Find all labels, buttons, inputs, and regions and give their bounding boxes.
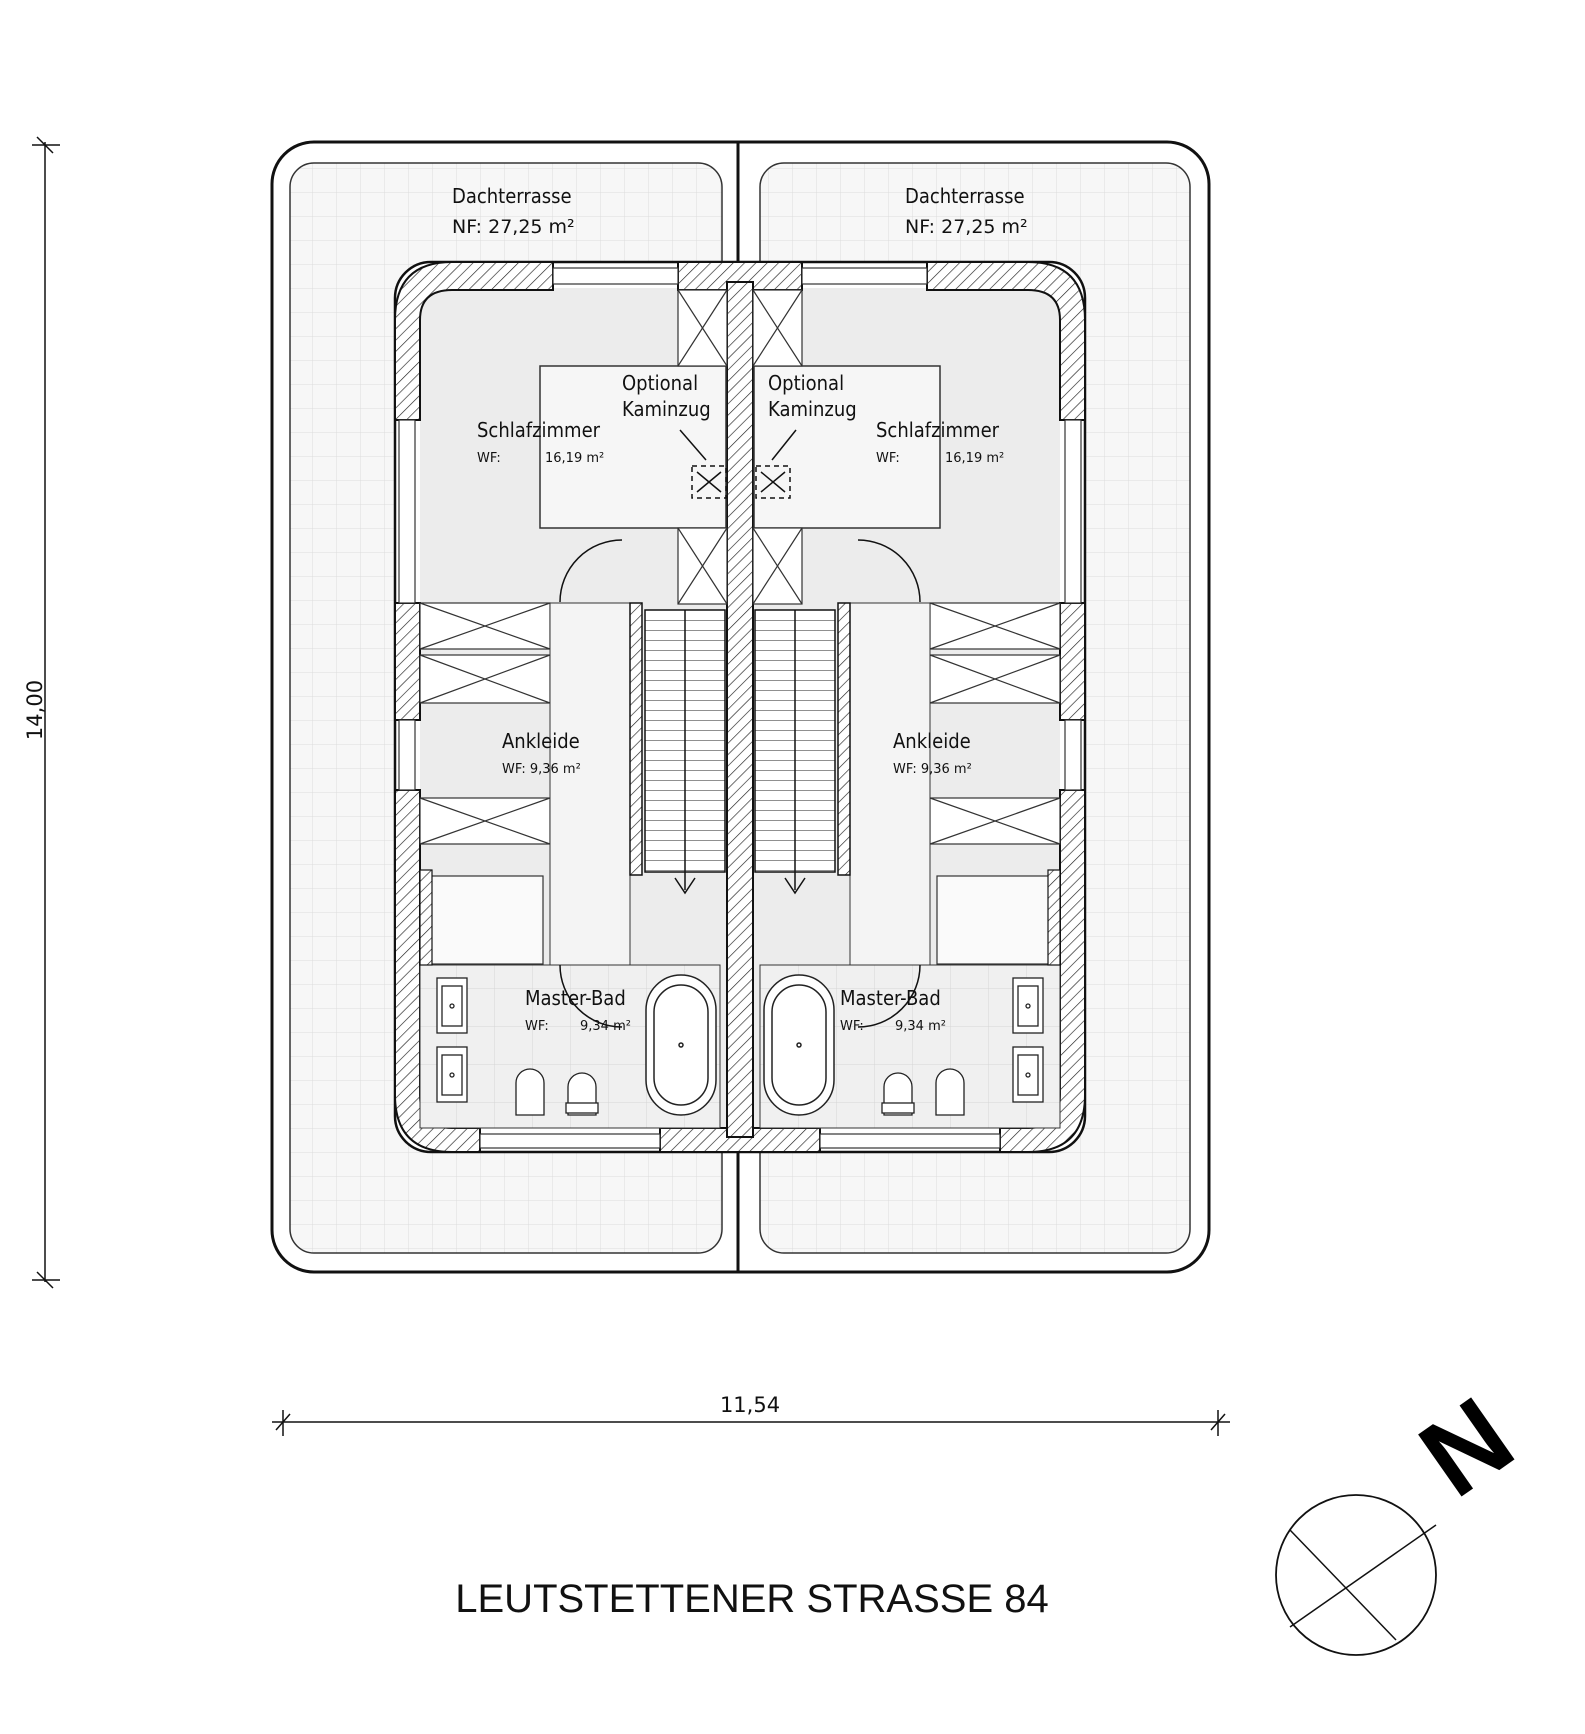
stair-wall-left bbox=[629, 602, 643, 876]
dimension-height bbox=[32, 136, 60, 1289]
chimney-line1: Optional bbox=[622, 371, 698, 395]
chimney-line1: Optional bbox=[768, 371, 844, 395]
terrace-name: Dachterrasse bbox=[905, 184, 1025, 208]
north-arrow-icon: N bbox=[1275, 1374, 1535, 1656]
bed-right bbox=[753, 365, 941, 529]
dressing-area: WF: 9,36 m² bbox=[893, 762, 972, 777]
bedroom-area-label: WF: bbox=[477, 451, 501, 466]
toilets-right bbox=[881, 1068, 965, 1116]
labels-left-unit: Dachterrasse NF: 27,25 m² Optional Kamin… bbox=[452, 184, 711, 1034]
bath-name: Master-Bad bbox=[525, 986, 626, 1010]
shower-left bbox=[427, 875, 544, 965]
door-bath-right bbox=[857, 964, 921, 1028]
bedroom-name: Schlafzimmer bbox=[876, 418, 1000, 442]
dressing-name: Ankleide bbox=[502, 729, 580, 753]
bath-area-value: 9,34 m² bbox=[895, 1019, 946, 1034]
bath-area-label: WF: bbox=[840, 1019, 864, 1034]
dimension-height-label: 14,00 bbox=[23, 680, 47, 740]
shafts bbox=[677, 289, 803, 605]
terrace-name: Dachterrasse bbox=[452, 184, 572, 208]
bathtub-left bbox=[645, 974, 717, 1116]
corridor-right bbox=[849, 602, 931, 974]
chimney-line2: Kaminzug bbox=[768, 397, 857, 421]
building bbox=[393, 260, 1087, 1154]
wall-mid-left bbox=[394, 602, 421, 721]
shower-right bbox=[936, 875, 1053, 965]
shower-wall-right bbox=[1047, 869, 1061, 966]
chimney-left bbox=[691, 465, 727, 499]
stair-wall-right bbox=[837, 602, 851, 876]
bath-name: Master-Bad bbox=[840, 986, 941, 1010]
corridor-left bbox=[549, 602, 631, 974]
chimney-line2: Kaminzug bbox=[622, 397, 711, 421]
bedroom-area-value: 16,19 m² bbox=[945, 451, 1004, 466]
door-bath-left bbox=[559, 964, 623, 1028]
address-title: LEUTSTETTENER STRASSE 84 bbox=[455, 1577, 1048, 1621]
bedroom-area-value: 16,19 m² bbox=[545, 451, 604, 466]
dimension-width bbox=[272, 1410, 1230, 1436]
toilets-left bbox=[515, 1068, 599, 1116]
windows bbox=[398, 267, 1082, 1149]
labels-right-unit: Dachterrasse NF: 27,25 m² Optional Kamin… bbox=[768, 184, 1028, 1034]
terrace-area: NF: 27,25 m² bbox=[905, 216, 1028, 238]
terrace-area: NF: 27,25 m² bbox=[452, 216, 575, 238]
bedroom-name: Schlafzimmer bbox=[477, 418, 601, 442]
bath-area-value: 9,34 m² bbox=[580, 1019, 631, 1034]
wall-mid-right bbox=[1059, 602, 1086, 721]
sinks-right bbox=[1012, 977, 1044, 1103]
wardrobes bbox=[419, 602, 1061, 845]
north-label: N bbox=[1399, 1374, 1535, 1520]
party-wall bbox=[726, 281, 754, 1138]
bath-area-label: WF: bbox=[525, 1019, 549, 1034]
sinks-left bbox=[436, 977, 468, 1103]
chimney-arrows bbox=[679, 429, 797, 461]
chimney-right bbox=[755, 465, 791, 499]
door-bedroom-right bbox=[857, 539, 921, 603]
dressing-name: Ankleide bbox=[893, 729, 971, 753]
bathtub-right bbox=[763, 974, 835, 1116]
shower-wall-left bbox=[419, 869, 433, 966]
door-bedroom-left bbox=[559, 539, 623, 603]
dressing-area: WF: 9,36 m² bbox=[502, 762, 581, 777]
bedroom-area-label: WF: bbox=[876, 451, 900, 466]
dimension-width-label: 11,54 bbox=[720, 1393, 780, 1417]
